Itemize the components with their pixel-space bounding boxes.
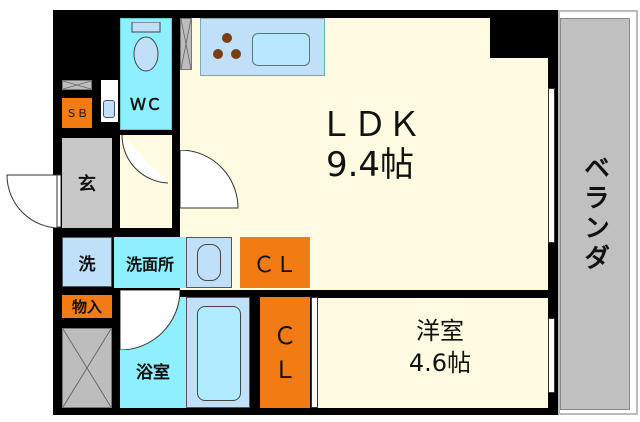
wc-label: ＷＣ xyxy=(129,95,162,114)
washroom-label: 洗面所 xyxy=(125,254,174,274)
kitchen-shelf xyxy=(180,18,192,70)
entrance: 玄 xyxy=(62,138,112,228)
shoe-box: ＳＢ xyxy=(62,98,92,128)
washer-label: 洗 xyxy=(78,254,96,275)
bath-label: 浴室 xyxy=(136,362,170,383)
western-size: 4.6帖 xyxy=(408,349,472,377)
bath-door[interactable] xyxy=(119,289,181,351)
washer-space: 洗 xyxy=(62,237,112,287)
storage-label: 物入 xyxy=(71,298,102,316)
pillar xyxy=(490,18,548,58)
hallway-door[interactable] xyxy=(120,134,170,185)
western-label: 洋室 4.6帖 xyxy=(380,312,500,382)
closet-doors[interactable] xyxy=(311,297,318,408)
storage: 物入 xyxy=(62,295,112,318)
veranda-label: ベランダ xyxy=(579,154,610,274)
toilet-icon xyxy=(130,21,162,74)
closet2-label-top: Ｃ xyxy=(273,321,297,350)
western-room xyxy=(318,298,548,408)
ldk-size: 9.4帖 xyxy=(325,145,415,185)
washroom: 洗面所 xyxy=(114,237,186,288)
pipe-space xyxy=(62,328,112,408)
meter-box xyxy=(62,80,92,90)
window-western[interactable] xyxy=(548,318,555,393)
bathtub xyxy=(186,297,250,408)
kitchen-sink xyxy=(252,33,310,66)
closet-western: Ｃ Ｌ xyxy=(260,297,310,408)
western-name: 洋室 xyxy=(416,317,464,345)
wc-handwash xyxy=(101,80,118,122)
entrance-label: 玄 xyxy=(78,174,96,195)
ldk-label: ＬＤＫ 9.4帖 xyxy=(300,105,440,185)
sb-label: ＳＢ xyxy=(66,107,88,120)
wash-basin xyxy=(186,237,232,288)
window-ldk[interactable] xyxy=(548,88,555,243)
veranda-area: ベランダ xyxy=(560,18,630,410)
front-door[interactable] xyxy=(5,172,62,229)
ldk-door[interactable] xyxy=(179,149,240,215)
ldk-name: ＬＤＫ xyxy=(319,105,421,145)
closet1-label: ＣＬ xyxy=(252,252,297,278)
closet2-label-bottom: Ｌ xyxy=(273,355,297,384)
closet-ldk: ＣＬ xyxy=(240,237,310,288)
stove-icon xyxy=(210,32,245,62)
